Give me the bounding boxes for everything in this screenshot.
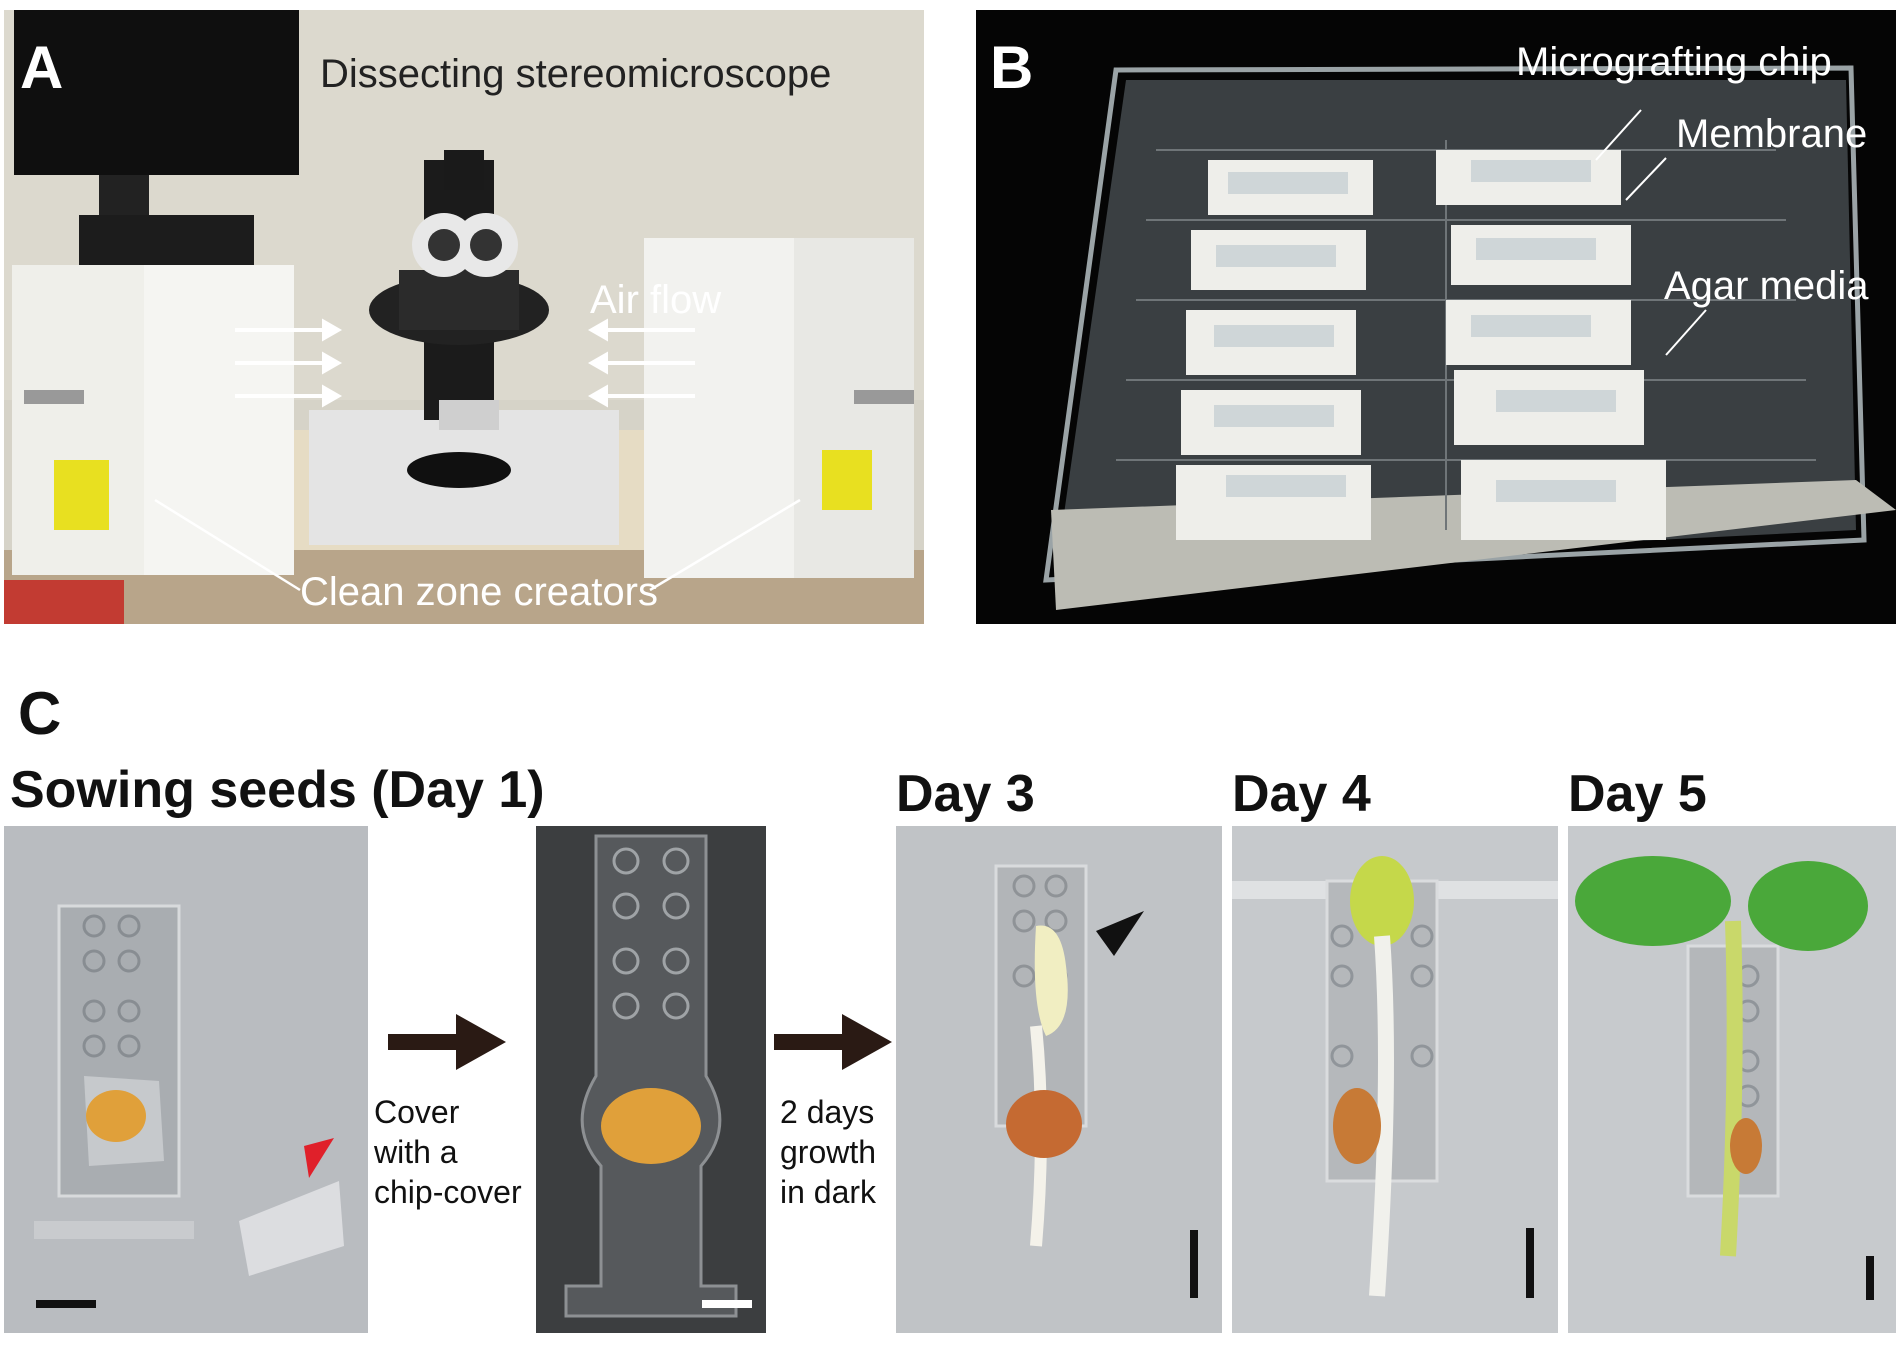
heading-day-3: Day 3 xyxy=(896,765,1035,823)
label-agar-media: Agar media xyxy=(1664,264,1869,308)
caption-growth-line-1: 2 days xyxy=(780,1094,875,1130)
scale-bar-c4 xyxy=(1526,1228,1534,1298)
label-clean-zone-creators: Clean zone creators xyxy=(300,570,658,614)
arrow-right-1 xyxy=(388,1014,506,1070)
caption-growth-line-3: in dark xyxy=(780,1174,877,1210)
heading-day-4: Day 4 xyxy=(1232,765,1371,823)
photo-c4-day-4-seedling xyxy=(1232,826,1558,1333)
caption-cover-line-3: chip-cover xyxy=(374,1174,522,1210)
label-air-flow: Air flow xyxy=(590,278,722,322)
panel-letter-a: A xyxy=(20,34,64,101)
photo-c2-chip-cover xyxy=(536,826,766,1333)
photo-a-microscope-setup xyxy=(4,10,924,624)
scale-bar-c5 xyxy=(1866,1256,1874,1300)
caption-cover-line-1: Cover xyxy=(374,1094,460,1130)
airflow-arrows xyxy=(235,318,695,408)
label-dissecting-stereomicroscope: Dissecting stereomicroscope xyxy=(320,52,832,96)
arrow-right-2 xyxy=(774,1014,892,1070)
panel-letter-c: C xyxy=(18,680,62,747)
label-micrografting-chip: Micrografting chip xyxy=(1516,40,1832,84)
photo-c1-seed-on-chip xyxy=(4,826,368,1333)
photo-c5-day-5-seedling xyxy=(1568,826,1896,1333)
photo-b-petri-dish xyxy=(976,10,1896,624)
caption-growth-line-2: growth xyxy=(780,1134,877,1170)
scale-bar-c3 xyxy=(1190,1230,1198,1298)
scale-bar-c1 xyxy=(36,1300,96,1308)
clean-zone-pointer-lines xyxy=(154,498,801,592)
photo-c3-day-3-seedling xyxy=(896,826,1222,1333)
caption-cover-line-2: with a xyxy=(374,1134,458,1170)
heading-sowing-seeds: Sowing seeds (Day 1) xyxy=(10,761,545,819)
panel-letter-b: B xyxy=(990,34,1034,101)
heading-day-5: Day 5 xyxy=(1568,765,1707,823)
label-membrane: Membrane xyxy=(1676,112,1868,156)
scale-bar-c2 xyxy=(702,1300,752,1308)
